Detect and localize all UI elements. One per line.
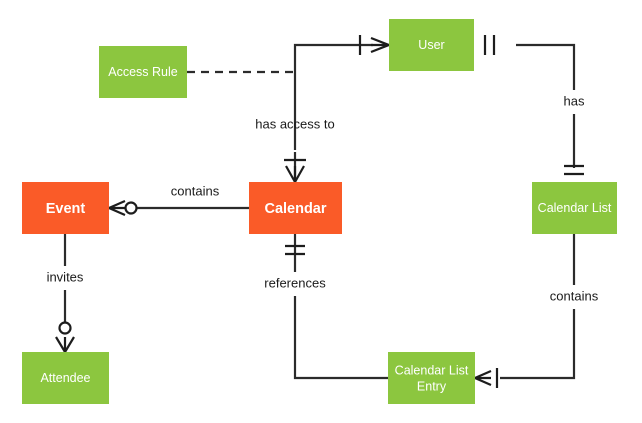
marker-one-or-many-entry-right <box>474 368 499 388</box>
entity-calendar-list-label: Calendar List <box>538 201 612 215</box>
marker-exactly-one-calendar-bottom <box>285 244 305 256</box>
marker-one-or-many-user-left <box>358 35 390 55</box>
relationship-label-contains-list-entry: contains <box>550 288 599 303</box>
entity-attendee-rect[interactable] <box>22 352 109 404</box>
relationship-label-references: references <box>264 275 326 290</box>
entity-calendar-list-rect[interactable] <box>532 182 617 234</box>
entity-calendar-list-entry-label-line1: Calendar List <box>395 363 469 377</box>
entity-calendar-list[interactable]: Calendar List <box>532 182 617 234</box>
entity-user-rect[interactable] <box>389 19 474 71</box>
entity-user[interactable]: User <box>389 19 474 71</box>
marker-zero-or-many-attendee <box>55 321 75 353</box>
connector-calendar-references-lower <box>293 296 388 380</box>
marker-zero-or-many-event <box>108 199 138 217</box>
relationship-label-contains-event-calendar: contains <box>171 183 220 198</box>
entity-user-label: User <box>418 38 444 52</box>
relationship-label-invites: invites <box>47 269 84 284</box>
relationship-label-has: has <box>564 93 585 108</box>
connector-trunk-to-user <box>293 43 373 72</box>
entity-event[interactable]: Event <box>22 182 109 234</box>
entity-calendar-list-entry[interactable]: Calendar List Entry <box>388 352 475 404</box>
entity-attendee-label: Attendee <box>40 371 90 385</box>
entity-calendar-rect[interactable] <box>249 182 342 234</box>
entity-calendar[interactable]: Calendar <box>249 182 342 234</box>
entity-calendar-label: Calendar <box>264 201 326 217</box>
marker-exactly-one-calendar-list-top <box>564 164 584 176</box>
entity-event-rect[interactable] <box>22 182 109 234</box>
entity-calendar-list-entry-label-line2: Entry <box>417 379 447 393</box>
marker-one-or-many-calendar-top <box>284 158 306 183</box>
entity-access-rule-label: Access Rule <box>108 65 178 79</box>
entity-calendar-list-entry-rect[interactable] <box>388 352 475 404</box>
relationship-label-has-access-to: has access to <box>255 116 335 131</box>
connector-calendar-list-contains-lower <box>500 309 576 380</box>
entity-event-label: Event <box>46 201 86 217</box>
marker-exactly-one-user-right <box>483 35 496 55</box>
entity-attendee[interactable]: Attendee <box>22 352 109 404</box>
entity-access-rule[interactable]: Access Rule <box>99 46 187 98</box>
entity-access-rule-rect[interactable] <box>99 46 187 98</box>
connector-user-to-calendar-list-upper <box>516 43 576 90</box>
